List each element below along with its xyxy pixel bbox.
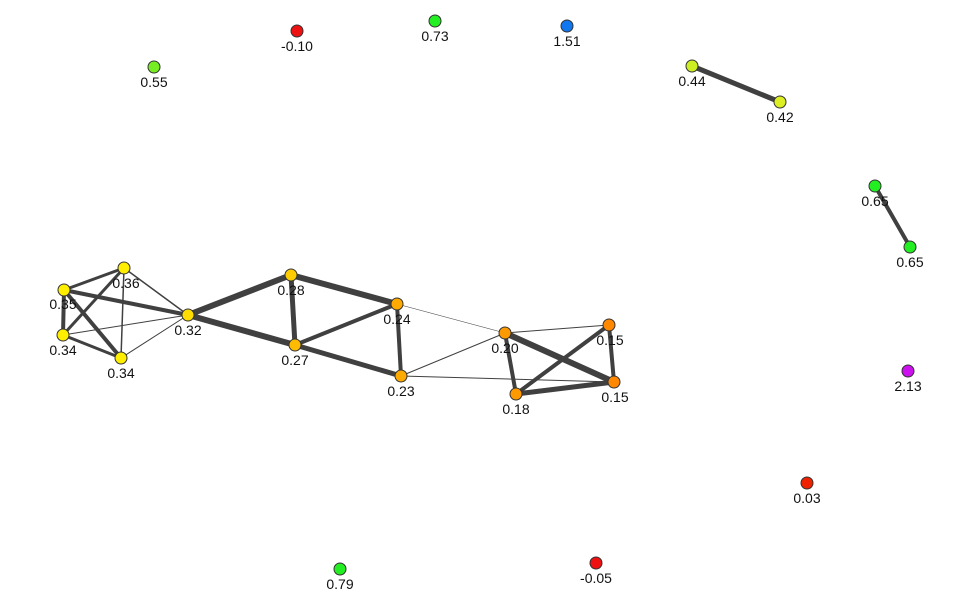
node-label-n_151: 1.51 (553, 33, 580, 49)
nodes-layer (56, 14, 917, 576)
edge-n_035-n_036 (62, 266, 126, 292)
edges-layer (61, 63, 912, 397)
edge-n_020-n_015a (504, 324, 610, 334)
node-label-n_027: 0.27 (281, 352, 308, 368)
node-label-n_044: 0.44 (678, 73, 705, 89)
node-n_044 (685, 59, 699, 73)
node-n_065b (903, 240, 917, 254)
edge-n_018-n_015a (514, 323, 611, 396)
edge-n_034b-n_032 (120, 314, 189, 359)
node-label-n_015b: 0.15 (601, 389, 628, 405)
node-label-n_065b: 0.65 (896, 254, 923, 270)
edge-n_065a-n_065b (873, 184, 912, 249)
node-label-n_m010: -0.10 (281, 38, 313, 54)
node-n_023 (394, 369, 408, 383)
edge-n_035-n_032 (62, 288, 190, 317)
node-label-n_024: 0.24 (383, 311, 410, 327)
edge-n_018-n_015b (513, 379, 617, 397)
edge-n_035-n_034b (62, 288, 123, 360)
edge-n_023-n_015b (400, 375, 615, 383)
node-n_m005 (589, 556, 603, 570)
node-n_020 (498, 326, 512, 340)
edge-n_020-n_015b (502, 330, 617, 385)
node-n_079 (333, 562, 347, 576)
edge-n_028-n_024 (288, 272, 400, 307)
edge-n_036-n_034b (120, 267, 125, 359)
edge-n_032-n_028 (185, 272, 294, 318)
node-n_m010 (290, 24, 304, 38)
node-label-n_035: 0.35 (49, 296, 76, 312)
node-label-n_034b: 0.34 (107, 365, 134, 381)
node-n_003 (800, 476, 814, 490)
edge-n_035-n_034a (61, 288, 66, 337)
node-n_035 (57, 283, 71, 297)
node-n_065a (868, 179, 882, 193)
node-label-n_079: 0.79 (326, 576, 353, 592)
node-n_073 (428, 14, 442, 28)
edge-n_036-n_034a (61, 266, 126, 337)
node-label-n_028: 0.28 (277, 282, 304, 298)
node-label-n_003: 0.03 (793, 490, 820, 506)
node-label-n_m005: -0.05 (580, 570, 612, 586)
node-n_034b (114, 351, 128, 365)
node-n_151 (560, 19, 574, 33)
node-label-n_018: 0.18 (502, 401, 529, 417)
edge-n_023-n_020 (400, 332, 506, 377)
node-n_024 (390, 297, 404, 311)
node-label-n_023: 0.23 (387, 383, 414, 399)
edge-n_044-n_042 (689, 63, 783, 105)
edge-n_027-n_023 (292, 342, 404, 379)
edge-n_036-n_032 (123, 267, 189, 316)
edge-n_024-n_023 (395, 302, 403, 378)
labels-layer: -0.10 0.73 1.51 0.55 0.44 0.42 0.65 0.65 0.35 0.3… (49, 28, 923, 592)
node-n_018 (509, 387, 523, 401)
node-label-n_020: 0.20 (491, 340, 518, 356)
node-n_015b (607, 375, 621, 389)
edge-n_024-n_020 (396, 303, 506, 334)
node-n_028 (284, 268, 298, 282)
node-label-n_042: 0.42 (766, 109, 793, 125)
node-n_036 (117, 261, 131, 275)
node-n_015a (602, 318, 616, 332)
node-label-n_055: 0.55 (140, 74, 167, 90)
node-label-n_034a: 0.34 (49, 342, 76, 358)
edge-n_034a-n_034b (61, 333, 123, 360)
node-n_027 (288, 338, 302, 352)
node-label-n_015a: 0.15 (596, 332, 623, 348)
node-label-n_073: 0.73 (421, 28, 448, 44)
node-label-n_036: 0.36 (112, 275, 139, 291)
node-n_213 (901, 364, 915, 378)
edge-n_028-n_027 (288, 272, 298, 348)
edge-n_032-n_027 (185, 312, 298, 348)
edge-n_027-n_024 (293, 302, 399, 347)
node-n_032 (181, 308, 195, 322)
edge-n_034a-n_032 (62, 314, 189, 336)
node-label-n_213: 2.13 (894, 378, 921, 394)
node-label-n_065a: 0.65 (861, 193, 888, 209)
node-n_042 (773, 95, 787, 109)
edge-n_020-n_018 (503, 331, 518, 396)
node-n_034a (56, 328, 70, 342)
edge-n_015a-n_015b (607, 323, 616, 384)
node-label-n_032: 0.32 (174, 322, 201, 338)
node-n_055 (147, 60, 161, 74)
